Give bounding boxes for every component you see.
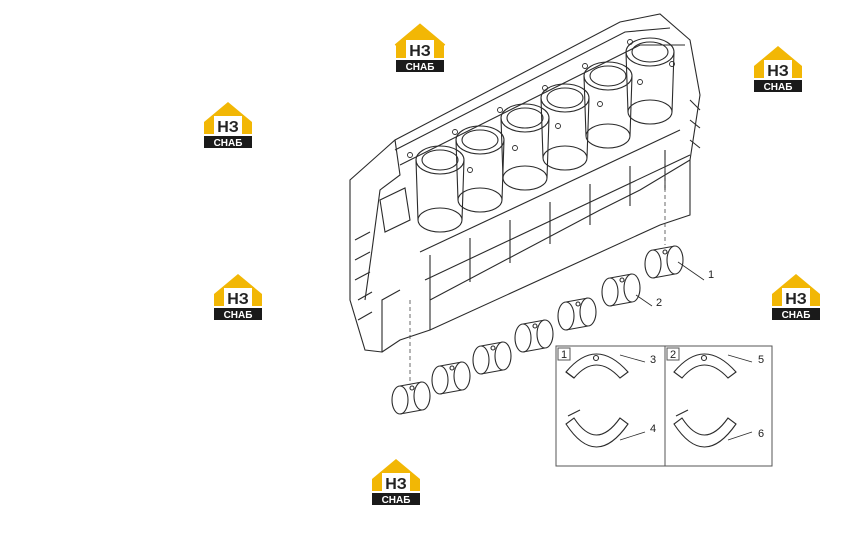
lower-half-shell-2 xyxy=(673,417,737,448)
callout-1: 1 xyxy=(708,269,714,281)
upper-half-shell-1 xyxy=(565,353,629,379)
house-logo-icon: НЗ СНАБ xyxy=(754,46,802,93)
svg-text:НЗ: НЗ xyxy=(409,43,431,60)
svg-text:СНАБ: СНАБ xyxy=(224,310,253,321)
inset-1-label: 1 xyxy=(561,349,567,361)
svg-text:СНАБ: СНАБ xyxy=(764,82,793,93)
callout-4: 4 xyxy=(650,423,656,435)
inset-2-label: 2 xyxy=(670,349,676,361)
callout-6: 6 xyxy=(758,428,764,440)
brand-logo: НЗ СНАБ xyxy=(392,22,448,74)
svg-text:НЗ: НЗ xyxy=(227,291,249,308)
brand-logo: НЗ СНАБ xyxy=(368,455,424,507)
lower-half-shell-1 xyxy=(565,417,629,448)
brand-logo: НЗ СНАБ xyxy=(750,42,806,94)
inset-frame xyxy=(555,345,773,467)
callout-2: 2 xyxy=(656,297,662,309)
upper-half-shell-2 xyxy=(673,353,737,379)
svg-text:НЗ: НЗ xyxy=(385,476,407,493)
svg-text:СНАБ: СНАБ xyxy=(406,62,435,73)
cylinder-bores xyxy=(407,37,675,233)
brand-logo: НЗ СНАБ xyxy=(768,270,824,322)
svg-text:СНАБ: СНАБ xyxy=(782,310,811,321)
house-logo-icon: НЗ СНАБ xyxy=(214,274,262,321)
svg-text:НЗ: НЗ xyxy=(217,119,239,136)
house-logo-icon: НЗ СНАБ xyxy=(372,459,420,506)
svg-text:НЗ: НЗ xyxy=(785,291,807,308)
inset-half-shells xyxy=(565,353,737,448)
svg-text:СНАБ: СНАБ xyxy=(214,138,243,149)
svg-text:СНАБ: СНАБ xyxy=(382,495,411,506)
house-logo-icon: НЗ СНАБ xyxy=(394,23,446,73)
assembly-lines xyxy=(409,160,666,385)
leader-lines xyxy=(619,261,753,441)
inset-panels xyxy=(555,345,773,467)
callout-5: 5 xyxy=(758,354,764,366)
callout-3: 3 xyxy=(650,354,656,366)
inset-1-tab xyxy=(557,347,571,361)
bearing-shells xyxy=(391,245,684,415)
house-logo-icon: НЗ СНАБ xyxy=(772,274,820,321)
inset-2-tab xyxy=(666,347,680,361)
house-logo-icon: НЗ СНАБ xyxy=(204,102,252,149)
svg-text:НЗ: НЗ xyxy=(767,63,789,80)
brand-logo: НЗ СНАБ xyxy=(200,98,256,150)
brand-logo: НЗ СНАБ xyxy=(210,270,266,322)
